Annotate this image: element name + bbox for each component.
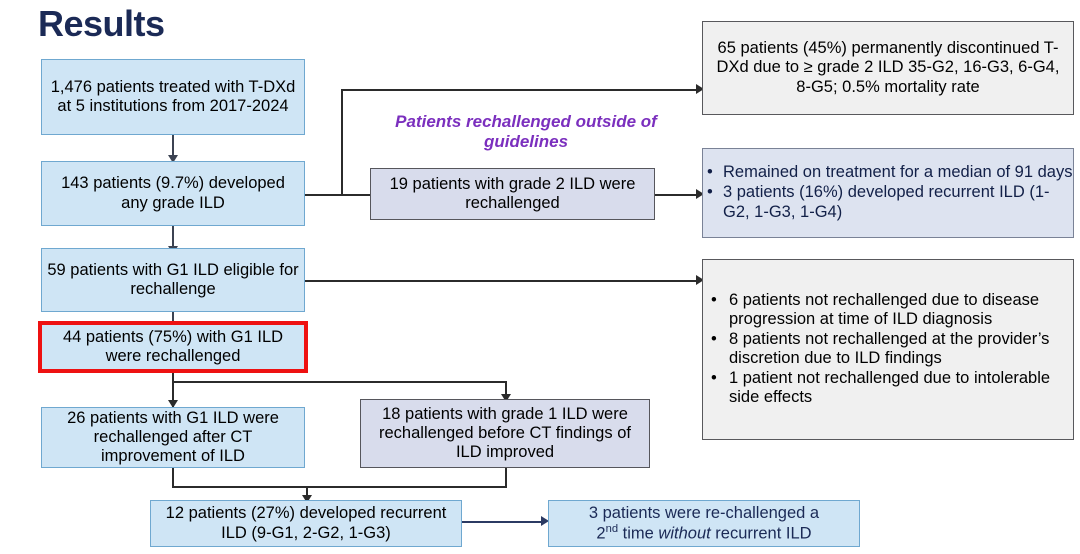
- node-rechallenged-after-ct-label: 26 patients with G1 ILD were rechallenge…: [67, 408, 279, 466]
- node-any-grade-ild[interactable]: 143 patients (9.7%) developed any grade …: [41, 161, 305, 226]
- second-rechallenge-mid: time: [618, 524, 659, 543]
- second-rechallenge-pre: 3 patients were re-challenged a: [588, 503, 820, 522]
- callout-label: Patients rechallenged outside of guideli…: [395, 112, 657, 152]
- list-item: 3 patients (16%) developed recurrent ILD…: [703, 183, 1073, 221]
- node-any-grade-ild-label: 143 patients (9.7%) developed any grade …: [61, 174, 285, 212]
- node-recurrent-ild[interactable]: 12 patients (27%) developed recurrent IL…: [150, 500, 462, 547]
- connector-to-discontinued: [341, 89, 701, 91]
- connector-afterct-down: [172, 468, 174, 488]
- node-grade2-rechallenged-label: 19 patients with grade 2 ILD were rechal…: [389, 174, 636, 212]
- node-grade2-rechallenged[interactable]: 19 patients with grade 2 ILD were rechal…: [370, 168, 655, 220]
- connector-rechallenged-branch-right: [172, 381, 507, 383]
- list-item: 6 patients not rechallenged due to disea…: [703, 291, 1073, 329]
- grade2-outcomes-list: Remained on treatment for a median of 91…: [703, 163, 1073, 222]
- connector-grade2-to-outcomes: [655, 194, 701, 196]
- node-rechallenged-g1-label: 44 patients (75%) with G1 ILD were recha…: [62, 327, 284, 365]
- connector-recurrent-to-secondchallenge: [462, 521, 546, 523]
- list-item: 8 patients not rechallenged at the provi…: [703, 330, 1073, 368]
- list-item: 1 patient not rechallenged due to intole…: [703, 369, 1073, 407]
- connector-branch-down-to-beforect: [505, 381, 507, 399]
- connector-eligible-to-reasons: [305, 280, 701, 282]
- connector-anygrade-to-eligible: [172, 226, 174, 254]
- connector-merge-horizontal: [172, 486, 507, 488]
- arrowhead-recurrent: [302, 495, 312, 503]
- connector-beforect-down: [505, 468, 507, 488]
- node-rechallenged-before-ct[interactable]: 18 patients with grade 1 ILD were rechal…: [360, 399, 650, 468]
- arrowhead-beforect: [501, 394, 511, 402]
- arrowhead-anygrade: [168, 155, 178, 163]
- arrowhead-secondchallenge: [541, 516, 549, 526]
- connector-merge-down: [306, 486, 308, 500]
- node-grade2-outcomes[interactable]: Remained on treatment for a median of 91…: [702, 148, 1074, 238]
- node-treated[interactable]: 1,476 patients treated with T-DXd at 5 i…: [41, 59, 305, 135]
- second-rechallenge-italic: without: [658, 524, 711, 543]
- second-rechallenge-post: recurrent ILD: [710, 524, 812, 543]
- second-rechallenge-num: 2: [596, 524, 606, 543]
- node-discontinued-label: 65 patients (45%) permanently discontinu…: [716, 39, 1060, 96]
- node-not-rechallenged-reasons[interactable]: 6 patients not rechallenged due to disea…: [702, 259, 1074, 440]
- not-rechallenged-reasons-list: 6 patients not rechallenged due to disea…: [703, 291, 1073, 409]
- connector-up-to-discontinued: [341, 89, 343, 196]
- page-title: Results: [38, 3, 165, 44]
- node-discontinued[interactable]: 65 patients (45%) permanently discontinu…: [702, 21, 1074, 115]
- connector-rechallenged-down: [172, 373, 174, 407]
- arrowhead-afterct: [168, 400, 178, 408]
- connector-treated-to-anygrade: [172, 135, 174, 161]
- second-rechallenge-sup: nd: [605, 522, 619, 535]
- node-rechallenged-after-ct[interactable]: 26 patients with G1 ILD were rechallenge…: [41, 407, 305, 468]
- node-eligible-g1-label: 59 patients with G1 ILD eligible for rec…: [47, 260, 299, 298]
- list-item: Remained on treatment for a median of 91…: [703, 163, 1073, 182]
- node-treated-label: 1,476 patients treated with T-DXd at 5 i…: [50, 77, 296, 115]
- arrowhead-reasons: [696, 275, 704, 285]
- arrowhead-discontinued: [696, 84, 704, 94]
- node-eligible-g1[interactable]: 59 patients with G1 ILD eligible for rec…: [41, 248, 305, 312]
- node-rechallenged-before-ct-label: 18 patients with grade 1 ILD were rechal…: [379, 404, 631, 462]
- node-recurrent-ild-label: 12 patients (27%) developed recurrent IL…: [165, 504, 447, 542]
- arrowhead-grade2-outcomes: [696, 189, 704, 199]
- node-rechallenged-g1-highlighted[interactable]: 44 patients (75%) with G1 ILD were recha…: [38, 321, 308, 373]
